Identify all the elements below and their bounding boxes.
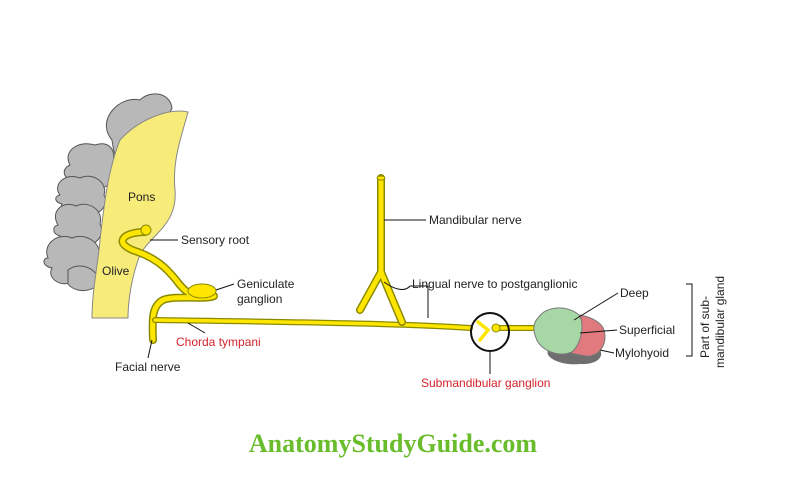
submandibular-gland	[533, 307, 606, 365]
label-deep: Deep	[620, 286, 649, 300]
sensory-root-knob	[140, 224, 152, 236]
label-submandibular-ganglion: Submandibular ganglion	[421, 376, 550, 390]
brainstem-pons-olive	[91, 110, 189, 319]
label-gland-2: mandibular gland	[713, 276, 727, 368]
label-superficial: Superficial	[619, 323, 675, 337]
mandibular-lingual-nerve	[356, 174, 406, 326]
submandibular-ganglion-ring	[470, 312, 510, 352]
geniculate-ganglion	[187, 283, 217, 299]
submandibular-ganglion-dot	[491, 323, 501, 333]
label-sensory-root: Sensory root	[181, 233, 250, 247]
mandibular-nerve-top	[376, 175, 386, 181]
chorda-tympani-nerve	[152, 317, 473, 331]
label-gland-1: Part of sub-	[698, 296, 712, 358]
label-facial-nerve: Facial nerve	[115, 360, 181, 374]
label-chorda-tympani: Chorda tympani	[176, 335, 261, 349]
submandibular-ganglion-y	[476, 320, 491, 342]
label-mandibular-nerve: Mandibular nerve	[429, 213, 522, 227]
label-lingual-nerve: Lingual nerve to postganglionic	[412, 277, 577, 291]
label-pons: Pons	[128, 190, 155, 204]
site-watermark: AnatomyStudyGuide.com	[249, 429, 538, 458]
label-geniculate-1: Geniculate	[237, 277, 295, 291]
label-mylohyoid: Mylohyoid	[615, 346, 669, 360]
label-olive: Olive	[102, 264, 130, 278]
leader-lines	[147, 219, 693, 374]
label-geniculate-2: ganglion	[237, 292, 282, 306]
